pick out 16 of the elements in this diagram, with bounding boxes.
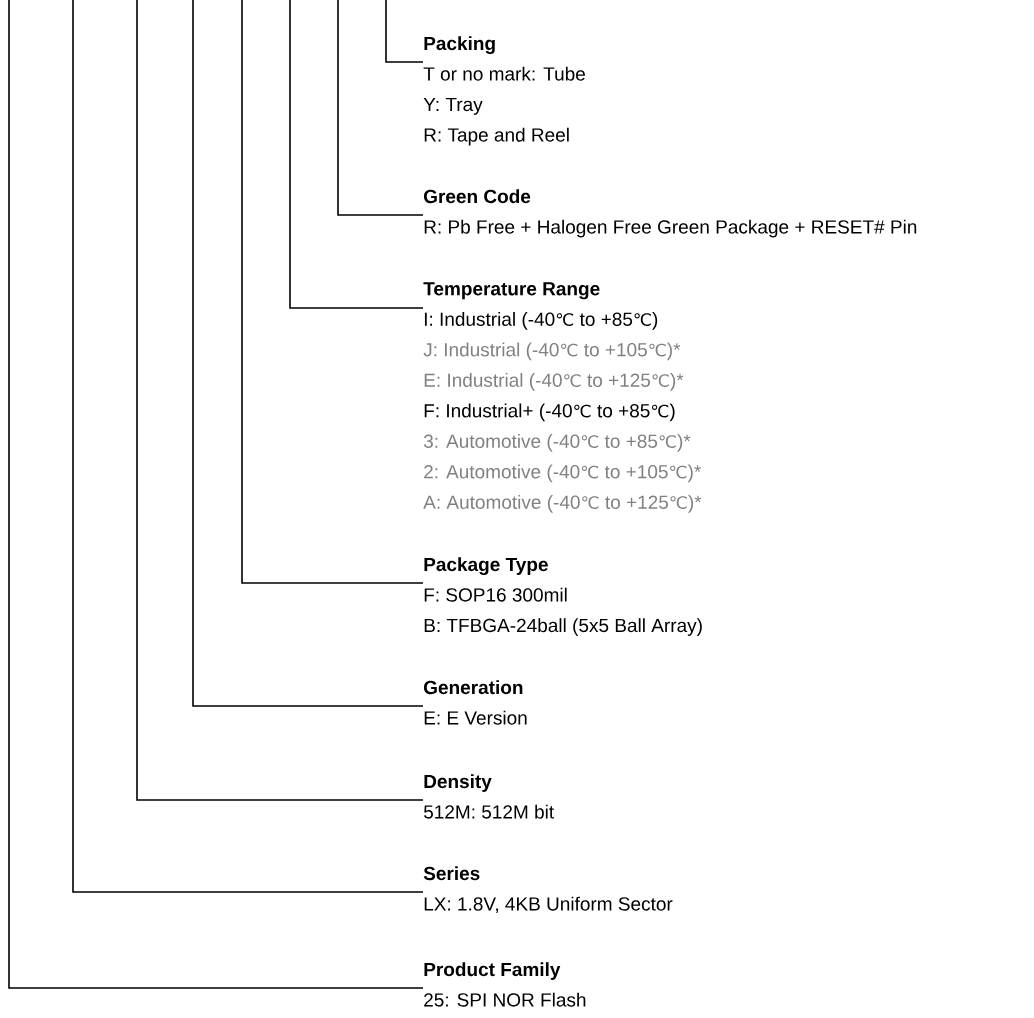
option-list: Series LX: 1.8V, 4KB Uniform Sector: [423, 866, 673, 913]
leader-line: [8, 0, 424, 989]
leader-line: [241, 0, 424, 584]
leader-line: [337, 0, 424, 216]
leader-line: [385, 0, 424, 63]
option-list: Packing T or no mark: Tube Y: Tray R: Tape and Reel: [423, 36, 585, 146]
option-list: Green Code R: Pb Free + Halogen Free Green Package + RESET# Pin: [424, 189, 917, 238]
leader-line: [192, 0, 424, 707]
option-list: Package Type F: SOP16 300mil B: TFBGA-24ball (5x5 Ball Array): [424, 557, 702, 636]
option-list: Density 512M: 512M bit: [423, 774, 554, 819]
option-list: Temperature Range I: Industrial (-40℃ to +85℃) J: Industrial (-40℃ to +105℃)* E: Industrial (-40℃ to +125℃)* F: Industrial+ (-40℃ to +85℃) 3: Automotive (-40℃ to +85℃)* 2: Automotive (-40℃ to +105℃)* A: Automotive (-40℃ to +125℃)*: [423, 282, 702, 513]
option-list: Product Family 25: SPI NOR Flash: [424, 962, 586, 1007]
option-list: Generation E: E Version: [424, 680, 527, 725]
leader-line: [72, 0, 424, 893]
leader-line: [289, 0, 424, 309]
leader-line: [136, 0, 424, 801]
